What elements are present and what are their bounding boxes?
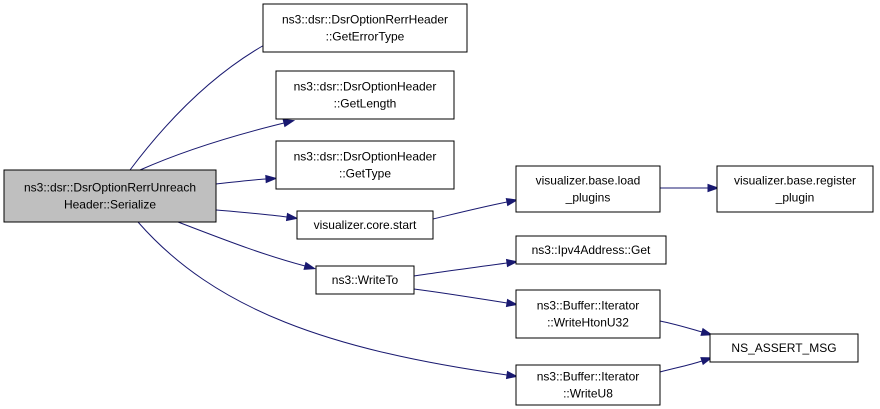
node-ipv4-get[interactable]: ns3::Ipv4Address::Get [515,235,667,265]
node-label-line: ns3::WriteTo [332,273,399,287]
arrowhead [700,357,713,366]
node-box [275,140,455,190]
arrowhead [285,212,299,222]
node-core-start[interactable]: visualizer.core.start [296,210,434,240]
node-label-line: ::WriteU8 [563,387,613,401]
edges-layer [129,38,720,380]
edge-write-hton-u32-to-ns-assert-msg [659,320,714,336]
node-box [709,333,859,363]
arrowhead [265,174,278,184]
node-label-line: ns3::Buffer::Iterator [537,370,640,384]
edge-line [215,209,288,218]
node-register-plugin[interactable]: visualizer.base.register _plugin [716,165,874,213]
edge-line [413,288,508,304]
node-get-type[interactable]: ns3::dsr::DsrOptionHeader::GetType [275,140,455,190]
node-box [716,165,874,213]
node-label-line: ::GetType [339,167,391,181]
arrowhead [707,183,720,193]
node-box [275,70,455,120]
node-label-line: ::WriteHtonU32 [547,316,629,330]
node-serialize[interactable]: ns3::dsr::DsrOptionRerrUnreachHeader::Se… [3,169,217,223]
edge-line [139,122,285,171]
node-box [515,235,667,265]
edge-line [129,43,267,171]
arrowhead [282,119,296,128]
edge-load-plugins-to-register-plugin [660,183,720,193]
edge-line [659,320,703,333]
nodes-layer: ns3::dsr::DsrOptionRerrUnreachHeader::Se… [3,3,874,406]
node-label-line: _plugin [775,191,815,205]
edge-write-to-to-write-hton-u32 [413,288,519,308]
node-label-line: Header::Serialize [64,198,156,212]
edge-line [177,221,306,267]
node-label-line: visualizer.base.register [734,174,856,188]
node-label-line: ns3::dsr::DsrOptionRerrHeader [282,13,448,27]
arrowhead [700,327,714,336]
node-box [515,289,661,339]
arrowhead [505,298,519,308]
node-get-error-type[interactable]: ns3::dsr::DsrOptionRerrHeader::GetErrorT… [262,3,468,53]
node-write-hton-u32[interactable]: ns3::Buffer::Iterator::WriteHtonU32 [515,289,661,339]
arrowhead [505,370,519,380]
edge-serialize-to-get-error-type [129,38,277,171]
edge-core-start-to-load-plugins [432,197,519,220]
edge-line [215,178,267,185]
node-label-line: NS_ASSERT_MSG [731,341,836,355]
node-box [515,165,661,213]
edge-serialize-to-get-type [215,174,278,185]
node-write-to[interactable]: ns3::WriteTo [315,265,415,295]
node-label-line: visualizer.base.load [536,174,641,188]
node-label-line: visualizer.core.start [314,218,417,232]
node-box [262,3,468,53]
node-label-line: ns3::dsr::DsrOptionHeader [294,150,437,164]
node-get-length[interactable]: ns3::dsr::DsrOptionHeader::GetLength [275,70,455,120]
edge-write-to-to-ipv4-get [413,258,519,277]
edge-serialize-to-write-u8 [137,221,519,380]
edge-serialize-to-get-length [139,119,296,171]
node-label-line: _plugins [565,191,611,205]
edge-serialize-to-core-start [215,209,299,222]
node-box [3,169,217,223]
node-box [296,210,434,240]
edge-line [432,201,508,220]
node-label-line: ns3::dsr::DsrOptionHeader [294,80,437,94]
node-load-plugins[interactable]: visualizer.base.load _plugins [515,165,661,213]
node-label-line: ::GetLength [334,97,397,111]
arrowhead [505,258,519,268]
node-box [515,364,661,406]
edge-line [659,360,703,373]
node-ns-assert-msg[interactable]: NS_ASSERT_MSG [709,333,859,363]
arrowhead [303,261,317,270]
node-label-line: ns3::dsr::DsrOptionRerrUnreach [24,181,196,195]
node-write-u8[interactable]: ns3::Buffer::Iterator::WriteU8 [515,364,661,406]
edge-write-u8-to-ns-assert-msg [659,357,713,373]
edge-serialize-to-write-to [177,221,317,270]
arrowhead [505,197,519,207]
node-box [315,265,415,295]
node-label-line: ns3::Ipv4Address::Get [532,243,651,257]
edge-line [137,221,508,376]
node-label-line: ::GetErrorType [326,30,405,44]
edge-line [413,262,508,277]
node-label-line: ns3::Buffer::Iterator [537,299,640,313]
